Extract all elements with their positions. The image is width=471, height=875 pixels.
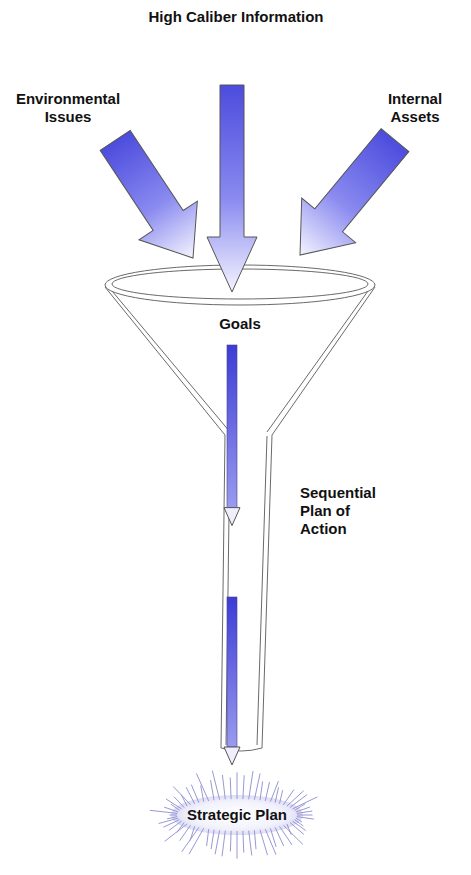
input-label: Internal Assets <box>370 90 460 126</box>
input-arrow <box>207 85 257 292</box>
input-label: High Caliber Information <box>148 8 323 26</box>
node-text: Strategic Plan <box>187 806 287 824</box>
flow-arrow <box>224 345 240 765</box>
input-arrow <box>273 118 422 277</box>
starburst-node: Strategic Plan <box>147 765 327 865</box>
input-label: Environmental Issues <box>8 90 128 126</box>
edge-label: Sequential Plan of Action <box>300 484 390 538</box>
node-text: Goals <box>219 315 261 333</box>
funnel-goals: Goals <box>105 262 375 345</box>
input-arrow <box>86 121 222 277</box>
